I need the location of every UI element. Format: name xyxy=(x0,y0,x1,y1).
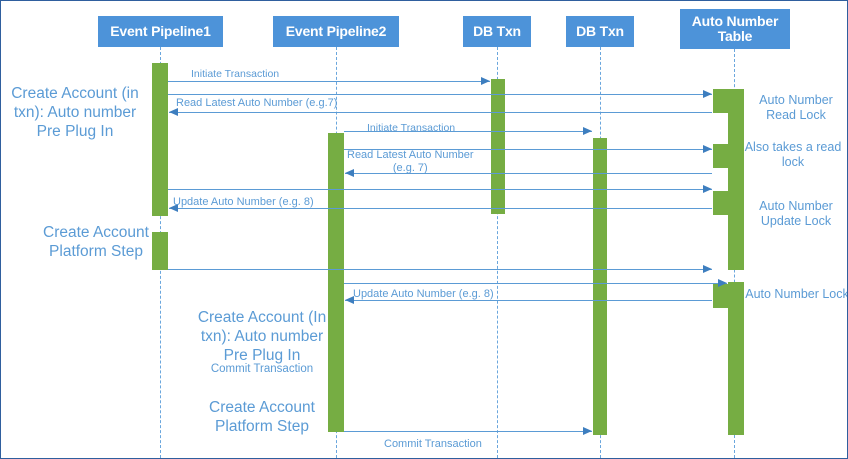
arrowhead-update-auto-number-1 xyxy=(169,204,178,212)
message-line-update-auto-number-2 xyxy=(345,300,712,301)
note-create-account-platform-step-2: Create Account Platform Step xyxy=(209,399,315,435)
arrowhead-read-latest-auto-2 xyxy=(345,169,354,177)
activation-ep2-bar-1 xyxy=(328,133,344,432)
message-line-ep1-to-ant-update-1 xyxy=(168,189,712,190)
message-line-update-auto-number-1 xyxy=(169,208,712,209)
note-create-account-platform-step-1: Create Account Platform Step xyxy=(43,224,149,260)
message-label-update-auto-number-1: Update Auto Number (e.g. 8) xyxy=(173,196,314,208)
lifeline-header-ep2[interactable]: Event Pipeline2 xyxy=(273,16,399,47)
arrowhead-ep2-to-ant-read-2 xyxy=(703,145,712,153)
activation-db1-bar-1 xyxy=(491,79,505,214)
note-also-takes-read-lock: Also takes a read lock xyxy=(744,140,842,170)
activation-ep1-bar-2 xyxy=(152,232,168,270)
message-line-read-latest-auto-1 xyxy=(169,112,712,113)
lifeline-header-ant[interactable]: Auto Number Table xyxy=(680,9,790,49)
activation-ant-sub-read-lock xyxy=(713,89,729,113)
arrowhead-ep2-to-ant-update-2 xyxy=(718,279,727,287)
arrowhead-commit-transaction-2 xyxy=(583,427,592,435)
message-line-initiate-transaction-1 xyxy=(168,81,490,82)
lifeline-db1 xyxy=(497,47,498,458)
message-line-ep2-to-ant-update-2 xyxy=(344,283,727,284)
arrowhead-ep1-to-ant-update-1 xyxy=(703,185,712,193)
arrowhead-initiate-transaction-1 xyxy=(481,77,490,85)
message-label-update-auto-number-2: Update Auto Number (e.g. 8) xyxy=(353,288,494,300)
message-label-read-latest-auto-2: Read Latest Auto Number (e.g. 7) xyxy=(347,149,474,174)
arrowhead-update-auto-number-2 xyxy=(345,296,354,304)
arrowhead-create-account-platform-step-1 xyxy=(703,265,712,273)
activation-ep1-bar-1 xyxy=(152,63,168,216)
message-line-commit-transaction-2 xyxy=(344,431,592,432)
lifeline-header-ep1[interactable]: Event Pipeline1 xyxy=(98,16,223,47)
message-line-ep2-to-ant-read-2 xyxy=(344,149,712,150)
activation-ant-sub-auto-lock xyxy=(713,284,729,308)
message-label-read-latest-auto-1: Read Latest Auto Number (e.g.7) xyxy=(176,97,338,109)
arrowhead-ep1-to-ant-read-1 xyxy=(703,90,712,98)
message-label-initiate-transaction-2: Initiate Transaction xyxy=(367,122,456,134)
message-line-initiate-transaction-2 xyxy=(344,131,592,132)
message-label-commit-transaction-2: Commit Transaction xyxy=(384,438,482,450)
note-commit-transaction-1: Commit Transaction xyxy=(210,363,314,375)
note-auto-number-update-lock: Auto Number Update Lock xyxy=(759,199,833,229)
note-create-account-pre-plugin-1: Create Account (in txn): Auto number Pre… xyxy=(11,85,139,140)
lifeline-header-db2[interactable]: DB Txn xyxy=(566,16,634,47)
note-create-account-pre-plugin-2: Create Account (In txn): Auto number Pre… xyxy=(197,309,327,364)
note-auto-number-lock: Auto Number Lock xyxy=(745,287,848,301)
activation-ant-sub-update-lock xyxy=(713,191,729,215)
activation-db2-bar-1 xyxy=(593,138,607,435)
message-label-initiate-transaction-1: Initiate Transaction xyxy=(191,68,280,80)
message-line-ep1-to-ant-read-1 xyxy=(168,94,712,95)
message-line-read-latest-auto-2 xyxy=(345,173,712,174)
message-line-create-account-platform-step-1 xyxy=(168,269,712,270)
activation-ant-bar-main-1 xyxy=(728,89,744,270)
note-auto-number-read-lock: Auto Number Read Lock xyxy=(759,93,833,123)
activation-ant-bar-main-2 xyxy=(728,282,744,435)
activation-ant-sub-read-lock-2 xyxy=(713,144,729,168)
arrowhead-read-latest-auto-1 xyxy=(169,108,178,116)
arrowhead-initiate-transaction-2 xyxy=(583,127,592,135)
lifeline-header-db1[interactable]: DB Txn xyxy=(463,16,531,47)
